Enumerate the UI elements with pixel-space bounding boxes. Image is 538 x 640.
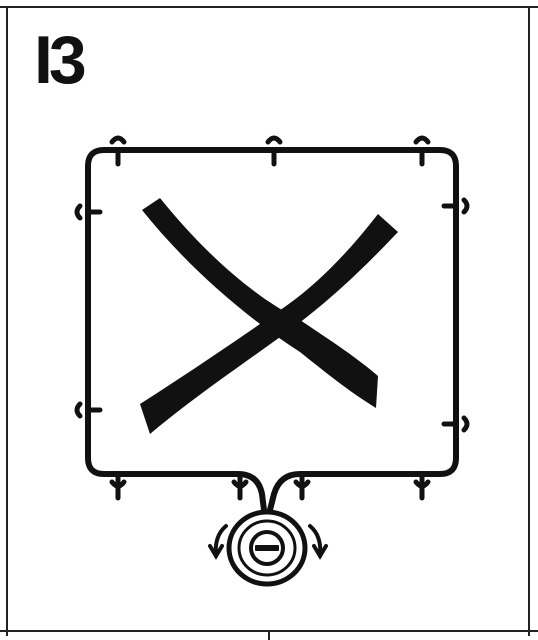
wire-clips-top bbox=[109, 135, 431, 167]
wire-clips-left bbox=[74, 203, 103, 419]
flat-head-screw-icon bbox=[208, 509, 328, 587]
wire-frame bbox=[85, 147, 459, 513]
wire-clips-bottom bbox=[109, 471, 431, 501]
x-mark-icon bbox=[140, 198, 398, 434]
step-number: I3 bbox=[34, 22, 87, 98]
panel-border-right bbox=[528, 6, 530, 636]
panel-border-top bbox=[0, 6, 538, 8]
wire-clips-right bbox=[441, 197, 470, 433]
panel-border-left bbox=[6, 6, 8, 636]
panel-divider-tick bbox=[268, 630, 270, 640]
